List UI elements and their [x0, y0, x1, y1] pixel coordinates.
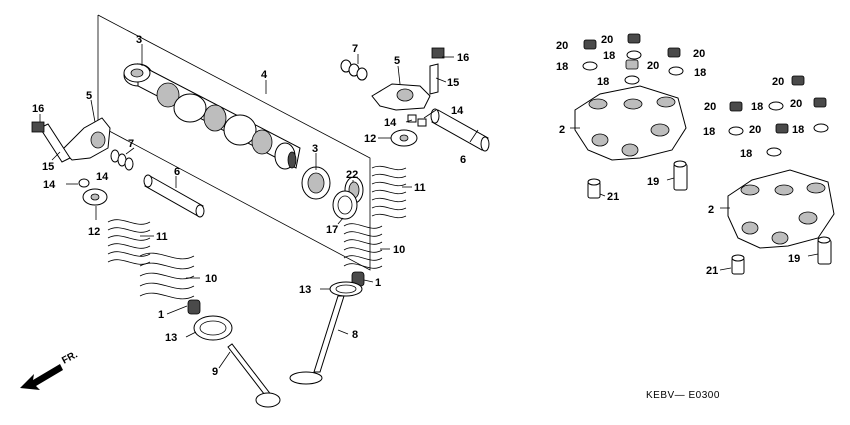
callout-1: 1 — [375, 277, 381, 289]
seat-13-left — [193, 315, 233, 341]
callout-20: 20 — [556, 40, 568, 52]
rocker-shaft-right — [430, 108, 490, 152]
callout-12: 12 — [88, 226, 100, 238]
callout-3: 3 — [312, 143, 318, 155]
callout-5: 5 — [86, 90, 92, 102]
callout-18: 18 — [740, 148, 752, 160]
callout-18: 18 — [703, 126, 715, 138]
bearing-right — [301, 166, 331, 200]
camshaft-assembly-box — [97, 14, 371, 271]
adjust-screw-right — [429, 63, 439, 95]
callout-15: 15 — [447, 77, 459, 89]
callout-14: 14 — [96, 171, 109, 183]
callout-20: 20 — [647, 60, 659, 72]
callout-18: 18 — [597, 76, 609, 88]
dowel-pin-19-lower — [817, 236, 832, 265]
callout-17: 17 — [326, 224, 338, 236]
callout-2: 2 — [708, 204, 714, 216]
rocker-arm-left — [61, 117, 111, 161]
callout-20: 20 — [749, 124, 761, 136]
retainer-12-left — [82, 188, 108, 206]
callout-18: 18 — [751, 101, 763, 113]
callout-8: 8 — [352, 329, 358, 341]
spring-inner-left — [107, 219, 151, 265]
callout-5: 5 — [394, 55, 400, 67]
callout-18: 18 — [603, 50, 615, 62]
spring-outer-left — [139, 252, 195, 300]
callout-10: 10 — [205, 273, 217, 285]
callout-20: 20 — [704, 101, 716, 113]
callout-11: 11 — [156, 231, 168, 243]
leader-lines — [39, 44, 819, 369]
seat-13-right — [329, 281, 363, 297]
front-direction-arrow-icon — [20, 364, 63, 390]
callout-19: 19 — [647, 176, 659, 188]
washer-17 — [332, 190, 358, 220]
callout-21: 21 — [607, 191, 619, 203]
spring-7-left — [110, 149, 134, 171]
callout-4: 4 — [261, 69, 268, 81]
nuts-washers — [582, 33, 829, 157]
callout-20: 20 — [693, 48, 705, 60]
dowel-pin-21-lower — [731, 254, 745, 275]
callout-14: 14 — [384, 117, 397, 129]
callout-12: 12 — [364, 133, 376, 145]
callout-2: 2 — [559, 124, 565, 136]
adjust-screw-left — [39, 123, 71, 163]
callout-18: 18 — [556, 61, 568, 73]
front-direction-label: FR. — [60, 349, 80, 366]
callout-11: 11 — [414, 182, 426, 194]
callout-6: 6 — [460, 154, 466, 166]
seal-1-left — [187, 299, 201, 315]
callout-16: 16 — [32, 103, 44, 115]
spring-inner-right — [371, 165, 407, 219]
callout-6: 6 — [174, 166, 180, 178]
callout-20: 20 — [772, 76, 784, 88]
callout-10: 10 — [393, 244, 405, 256]
callout-20: 20 — [601, 34, 613, 46]
bracket-holder-upper — [574, 85, 687, 161]
callout-18: 18 — [792, 124, 804, 136]
callout-20: 20 — [790, 98, 802, 110]
cap-14-left — [78, 178, 90, 188]
valve-9 — [227, 343, 281, 408]
rocker-shaft-left — [143, 174, 205, 218]
diagram-code: KEBV— E0300 — [646, 390, 720, 401]
callout-1: 1 — [158, 309, 164, 321]
callout-3: 3 — [136, 34, 142, 46]
callout-13: 13 — [165, 332, 177, 344]
spring-outer-right — [343, 223, 383, 269]
callout-7: 7 — [352, 43, 358, 55]
cap-14-right — [407, 114, 427, 127]
callout-9: 9 — [212, 366, 218, 378]
dowel-pin-21-upper — [587, 178, 601, 199]
callout-19: 19 — [788, 253, 800, 265]
camshaft — [123, 63, 301, 170]
retainer-12-right — [390, 129, 418, 147]
rocker-arm-right — [371, 83, 431, 111]
callout-14: 14 — [43, 179, 56, 191]
callout-16: 16 — [457, 52, 469, 64]
callout-14: 14 — [451, 105, 464, 117]
callout-7: 7 — [128, 138, 134, 150]
dowel-pin-19-upper — [673, 160, 688, 191]
callout-18: 18 — [694, 67, 706, 79]
spring-7-right — [340, 59, 368, 81]
lock-nut-left — [31, 121, 45, 133]
bracket-holder-lower — [727, 169, 835, 249]
callout-numbers: 3 4 3 5 5 6 6 7 7 16 16 15 15 14 14 14 1… — [32, 34, 804, 378]
valve-8 — [289, 295, 345, 385]
callout-13: 13 — [299, 284, 311, 296]
bearing-left — [123, 63, 151, 83]
lock-nut-right — [431, 47, 445, 59]
callout-15: 15 — [42, 161, 54, 173]
callout-21: 21 — [706, 265, 718, 277]
callout-22: 22 — [346, 169, 358, 181]
